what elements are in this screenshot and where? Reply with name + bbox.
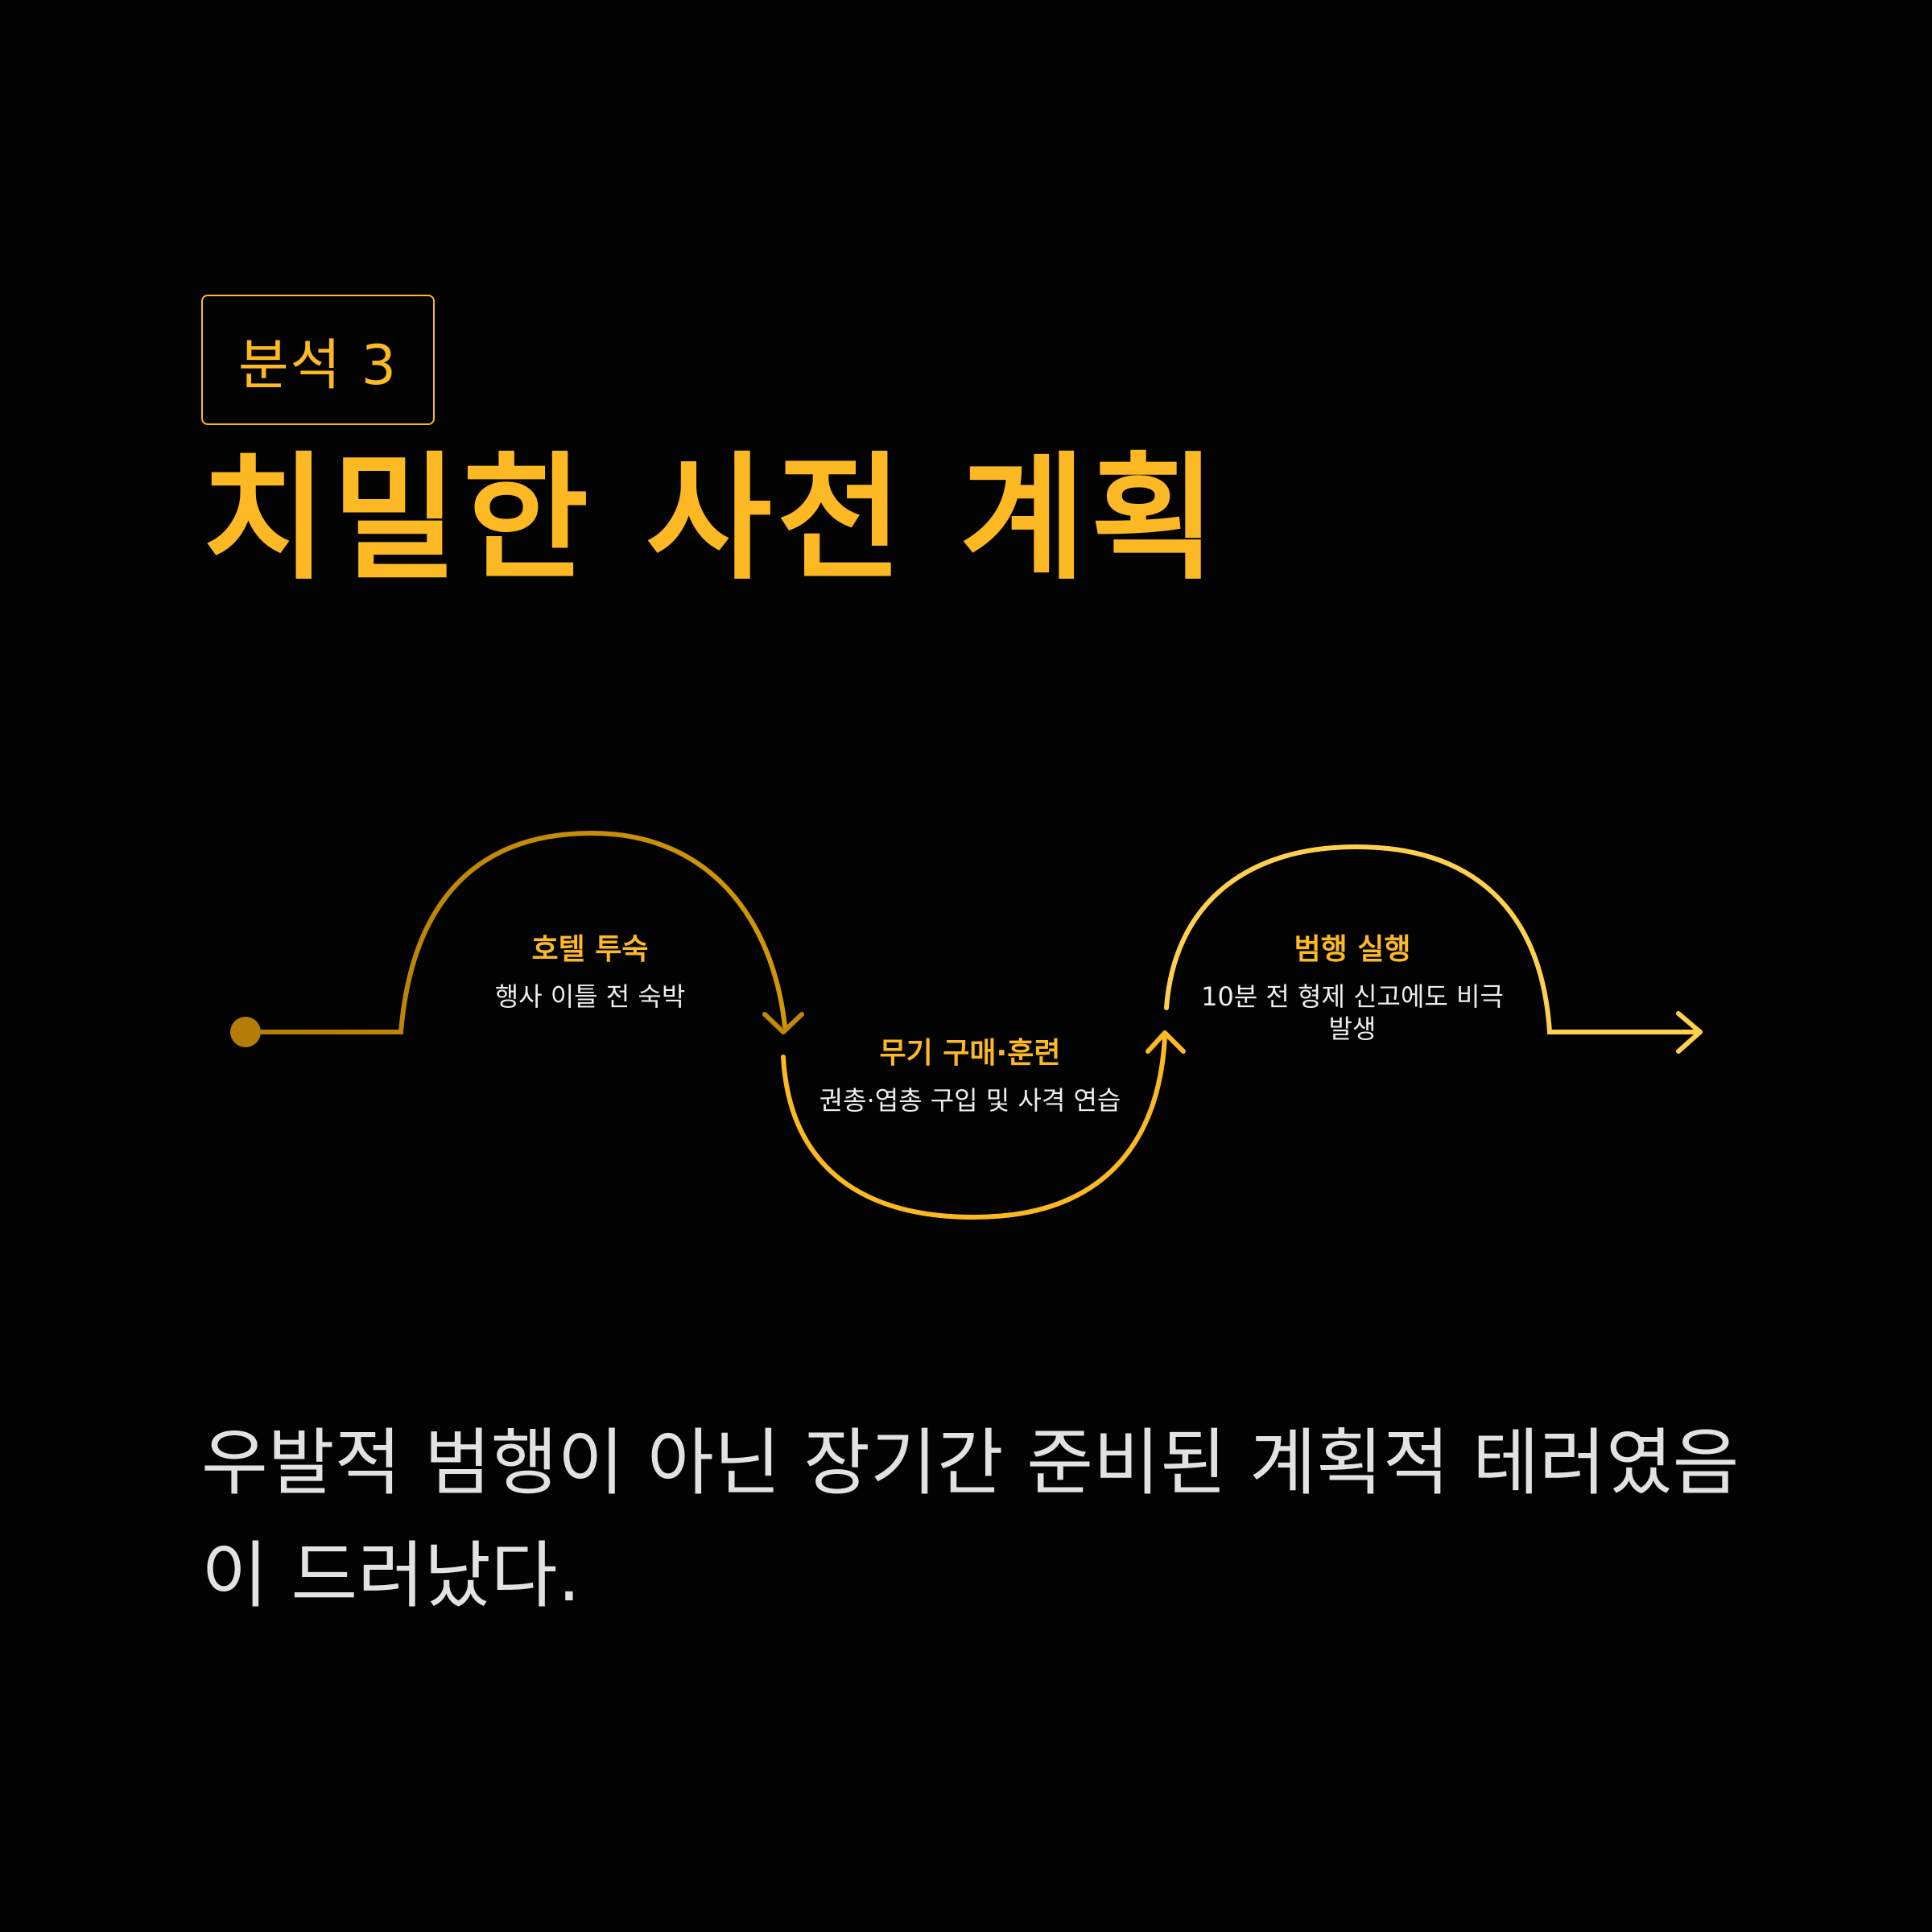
step-2-title: 무기 구매·훈련 xyxy=(879,1037,1061,1070)
arrow-down-icon xyxy=(762,1012,804,1034)
step-3-desc: 10분 전 형제 신고에도 비극 발생 xyxy=(1201,981,1504,1044)
section-badge: 분석 3 xyxy=(201,295,435,425)
timeline-line-dip xyxy=(781,1034,1167,1220)
arrow-right-icon xyxy=(1676,1011,1703,1054)
timeline-line xyxy=(243,830,787,1034)
timeline-line-hump xyxy=(1164,844,1703,1034)
step-1-title: 호텔 투숙 xyxy=(531,933,649,966)
page-title: 치밀한 사전 계획 xyxy=(201,440,1222,599)
summary-text: 우발적 범행이 아닌 장기간 준비된 계획적 테러였음이 드러났다. xyxy=(201,1421,1740,1618)
step-3-title: 범행 실행 xyxy=(1294,933,1411,966)
badge-label: 분석 3 xyxy=(238,333,398,398)
step-1-desc: 행사 이틀 전 숙박 xyxy=(494,981,686,1012)
arrow-up-icon xyxy=(1146,1030,1186,1054)
step-2-desc: 권총·엽총 구입 및 사격 연습 xyxy=(819,1085,1121,1116)
